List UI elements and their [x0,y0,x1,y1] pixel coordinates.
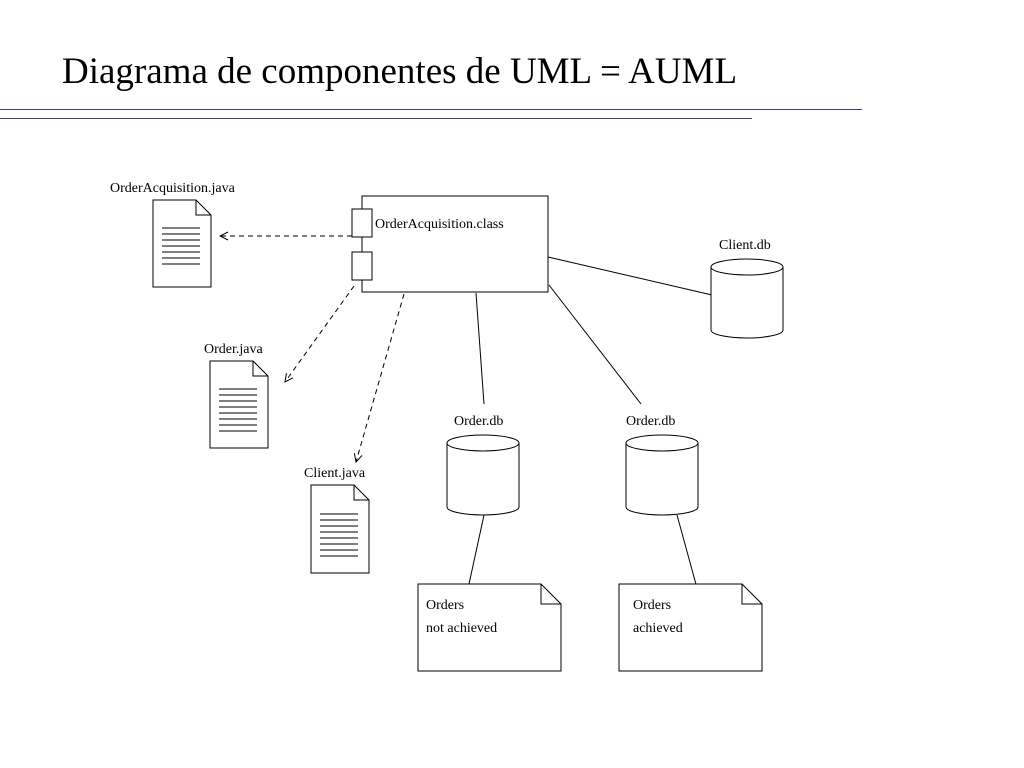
database-label: Client.db [719,238,771,253]
note-orders-achieved: Orders achieved [618,583,763,672]
component-port-top [351,208,373,238]
association-client-db [547,256,713,296]
note-line-2: not achieved [426,621,497,636]
database-label: Order.db [454,414,503,429]
component-orderacquisition-class: OrderAcquisition.class [351,195,549,293]
file-orderacquisition-java: OrderAcquisition.java [110,181,236,288]
file-label: Order.java [204,342,263,357]
file-order-java: Order.java [204,342,269,449]
connectors [220,236,713,589]
note-link-achieved [676,514,698,589]
database-client-db: Client.db [710,238,784,339]
file-label: OrderAcquisition.java [110,181,236,196]
database-order-db-left: Order.db [446,414,520,516]
note-link-not-achieved [468,514,485,585]
note-line-2: achieved [633,621,683,636]
file-client-java: Client.java [304,466,370,574]
association-order-db-right [548,284,642,405]
database-order-db-right: Order.db [625,414,699,516]
file-document-icon [209,360,269,449]
file-document-icon [152,199,212,288]
note-shape [618,583,763,672]
database-label: Order.db [626,414,675,429]
component-label: OrderAcquisition.class [375,217,504,232]
file-document-icon [310,484,370,574]
title-divider-top [0,109,862,110]
note-orders-not-achieved: Orders not achieved [417,583,562,672]
database-cylinder-icon [446,443,520,516]
dependency-arrow-client-java [356,293,405,462]
slide-title: Diagrama de componentes de UML = AUML [62,51,738,92]
dependency-arrow-order-java [285,285,355,382]
association-order-db-left [475,292,485,405]
note-line-1: Orders [426,598,464,613]
note-line-1: Orders [633,598,671,613]
file-label: Client.java [304,466,366,481]
database-cylinder-icon [625,443,699,516]
note-shape [417,583,562,672]
database-cylinder-icon [710,267,784,339]
title-divider-bottom [0,118,752,119]
component-port-bottom [351,251,373,281]
